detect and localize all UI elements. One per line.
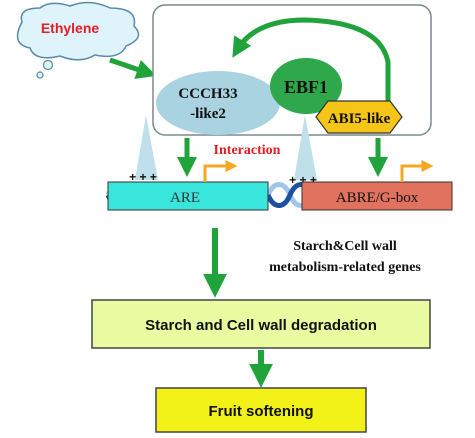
abre-label: ABRE/G-box [336, 190, 419, 206]
genes-label-line1: Starch&Cell wall [293, 239, 397, 254]
are-box [107, 181, 269, 211]
ethylene-arrow [109, 57, 157, 79]
ebf1-label: EBF1 [284, 77, 328, 97]
feedback-arrow [232, 17, 391, 104]
softening-box [155, 387, 367, 433]
triangle-left [135, 115, 158, 180]
ccch33-ellipse [156, 71, 280, 135]
ethylene-label: Ethylene [41, 20, 100, 36]
triangle-right [294, 115, 317, 180]
degradation-label: Starch and Cell wall degradation [145, 317, 377, 334]
interaction-label: Interaction [214, 143, 281, 158]
genes-label-line2: metabolism-related genes [269, 260, 421, 275]
are-label: ARE [170, 190, 200, 206]
abi5-label: ABI5-like [328, 111, 391, 127]
ethylene-cloud [16, 1, 140, 79]
abre-box [301, 181, 453, 211]
softening-label: Fruit softening [209, 403, 314, 420]
ccch33-label-line1: CCCH33 [178, 86, 237, 102]
tss-arrow-left [203, 160, 238, 182]
abi5-hexagon [315, 100, 403, 134]
degradation-box [91, 299, 431, 349]
plus-signs-left: + + + [129, 170, 157, 184]
ccch33-label-line2: -like2 [190, 106, 226, 122]
ebf1-ellipse [270, 58, 342, 114]
tss-arrow-right [400, 160, 434, 182]
